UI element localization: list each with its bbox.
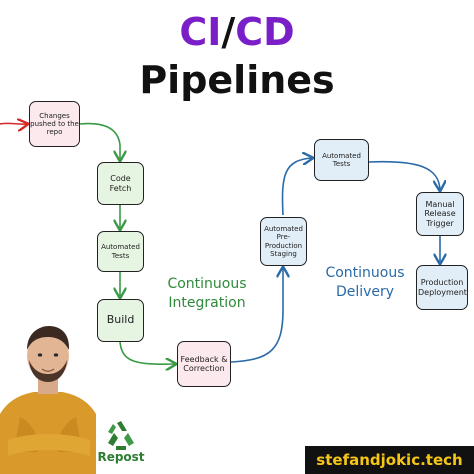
arrow-build-to-feedback [119, 341, 175, 364]
label-continuous-integration: Continuous Integration [160, 275, 254, 313]
label-ci-line1: Continuous [167, 276, 247, 292]
node-automated-tests-ci-label: Automated Tests [101, 243, 140, 260]
arrow-feedback-to-staging [230, 268, 283, 363]
node-manual-release-trigger-label: Manual Release Trigger [424, 200, 456, 228]
title-ci: CI [179, 10, 222, 54]
node-production-deployment-label: Production Deployment [418, 278, 467, 297]
node-code-fetch-label: Code Fetch [109, 174, 132, 193]
arrow-staging-to-tests [281, 158, 312, 216]
label-continuous-delivery: Continuous Delivery [318, 264, 412, 302]
node-pre-production-staging-label: Automated Pre-Production Staging [264, 225, 303, 258]
entry-arrow [0, 123, 27, 124]
arrow-changes-to-fetch [79, 122, 120, 160]
node-automated-tests-ci: Automated Tests [97, 231, 144, 272]
node-build: Build [97, 299, 144, 342]
title-pipelines: Pipelines [139, 58, 335, 102]
author-photo [0, 326, 96, 474]
label-ci-line2: Integration [168, 295, 246, 311]
node-pre-production-staging: Automated Pre-Production Staging [260, 217, 307, 266]
node-automated-tests-cd-label: Automated Tests [322, 151, 361, 168]
node-changes-pushed: Changes pushed to the repo [29, 101, 80, 147]
node-manual-release-trigger: Manual Release Trigger [416, 192, 464, 236]
node-feedback-correction-label: Feedback & Correction [180, 354, 228, 373]
node-code-fetch: Code Fetch [97, 162, 144, 205]
brand-banner[interactable]: stefandjokic.tech [305, 446, 474, 474]
node-automated-tests-cd: Automated Tests [314, 139, 369, 181]
title-cd: CD [235, 10, 295, 54]
node-build-label: Build [106, 313, 135, 327]
label-cd-line2: Delivery [335, 284, 395, 300]
arrow-tests-to-manual [368, 160, 440, 190]
repost-label: Repost [97, 450, 145, 464]
brand-label: stefandjokic.tech [316, 451, 463, 469]
repost[interactable]: Repost [96, 418, 146, 464]
title-ci-cd: CI/CD [0, 12, 474, 52]
recycle-icon [108, 421, 134, 450]
node-feedback-correction: Feedback & Correction [177, 341, 231, 387]
label-cd-line1: Continuous [325, 265, 405, 281]
node-changes-pushed-label: Changes pushed to the repo [30, 111, 79, 137]
node-production-deployment: Production Deployment [416, 265, 468, 310]
title-slash: / [221, 10, 236, 54]
